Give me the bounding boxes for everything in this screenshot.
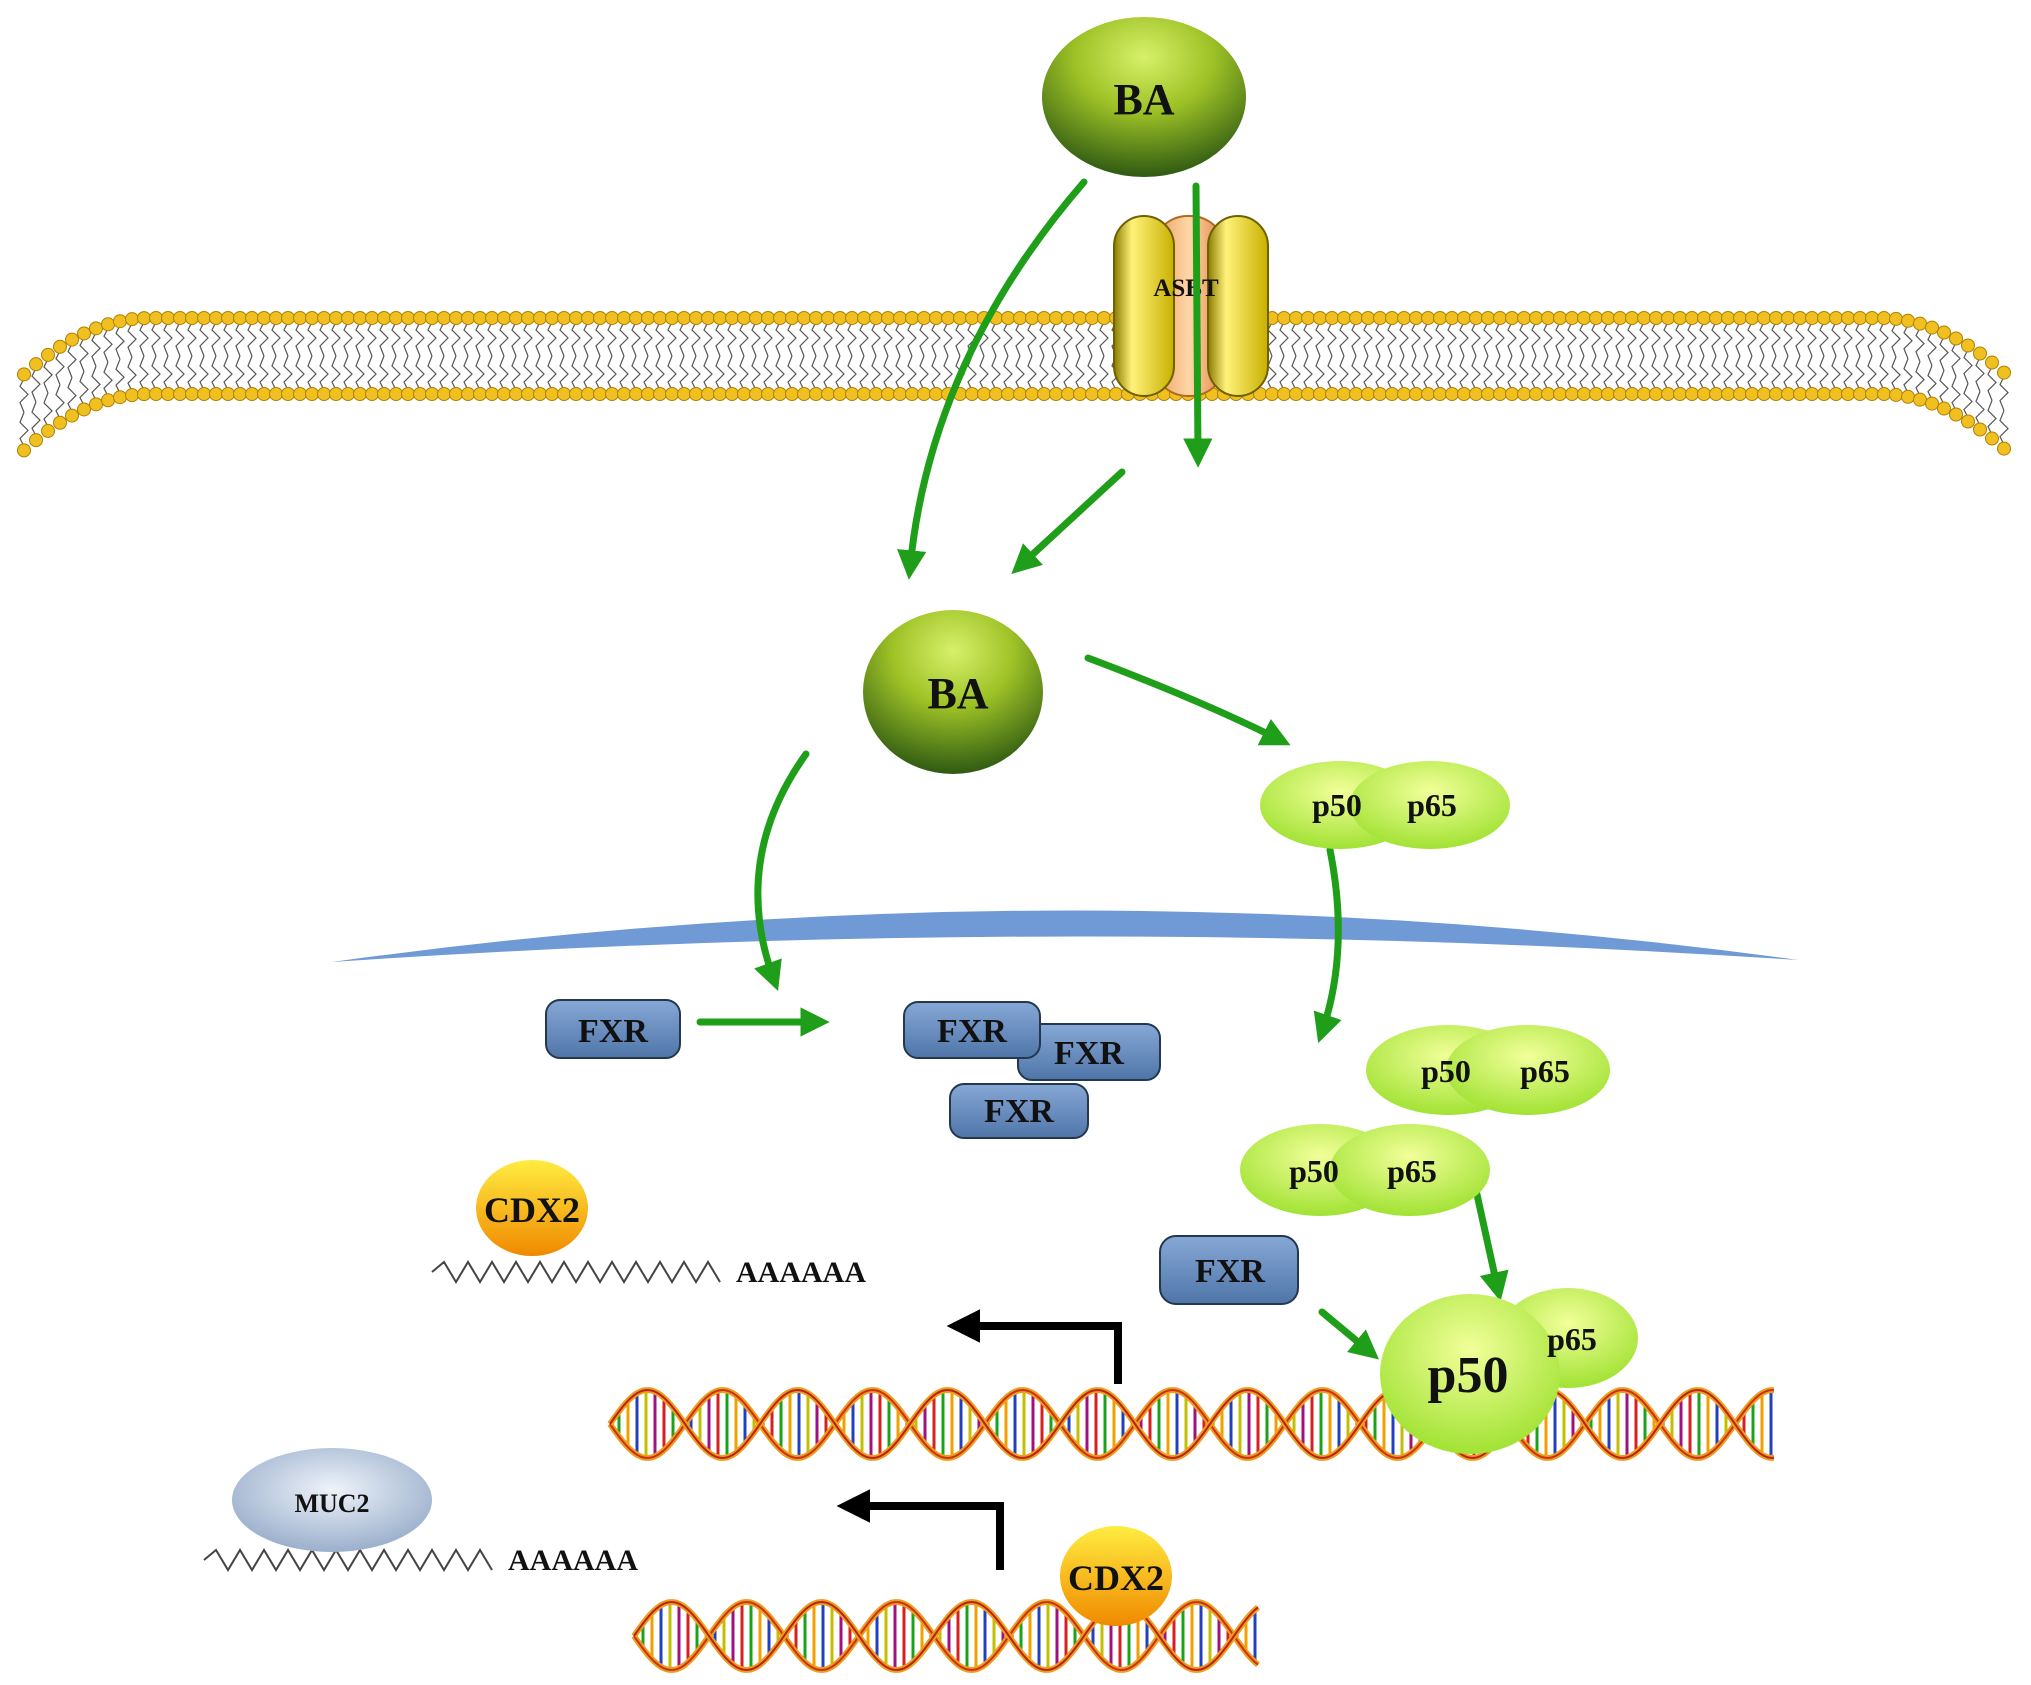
asbt-transporter: ASBT — [1113, 215, 1269, 397]
p65-label: p65 — [1407, 787, 1457, 823]
muc2-label: MUC2 — [294, 1489, 369, 1518]
fxr-dna-bound: FXR — [1159, 1235, 1299, 1305]
p50-label: p50 — [1421, 1053, 1471, 1089]
arrow-nfkb-to-nucleus — [1313, 846, 1342, 1044]
dna-helix-lower — [631, 1599, 1260, 1673]
fxr-label: FXR — [1054, 1035, 1124, 1072]
activation-arrows — [696, 178, 1509, 1360]
arrow-nfkb-to-dna — [1472, 1186, 1509, 1302]
p65-label: p65 — [1547, 1321, 1597, 1357]
cdx2-label: CDX2 — [484, 1190, 580, 1230]
p50-label: p50 — [1289, 1153, 1339, 1189]
transcription-arrow-upper — [946, 1309, 1122, 1384]
arrow-ba-diffusion — [897, 178, 1088, 580]
nfkb-cytoplasm: p50 p65 — [1260, 761, 1510, 849]
arrow-asbt-to-ba — [1011, 468, 1126, 574]
dna-helix-upper — [607, 1387, 1774, 1461]
bile-acid-intracellular: BA — [863, 610, 1043, 774]
transcription-arrow-lower — [836, 1489, 1004, 1570]
plasma-membrane — [17, 311, 2011, 458]
p50-label: p50 — [1312, 787, 1362, 823]
fxr-label: FXR — [578, 1013, 648, 1050]
bile-acid-extracellular: BA — [1042, 17, 1246, 177]
cdx2-label: CDX2 — [1068, 1558, 1164, 1598]
nuclear-envelope — [332, 910, 1798, 962]
arrow-ba-to-nfkb — [1084, 654, 1291, 746]
cdx2-on-dna: CDX2 — [1060, 1526, 1172, 1626]
arrow-ba-through-asbt — [1183, 182, 1213, 468]
arrow-fxr-to-p50 — [1318, 1308, 1380, 1360]
fxr-label: FXR — [937, 1013, 1007, 1050]
asbt-label: ASBT — [1153, 275, 1219, 302]
fxr-label: FXR — [1195, 1253, 1265, 1290]
fxr-monomer: FXR — [545, 999, 681, 1059]
muc2-protein: MUC2 — [232, 1448, 432, 1552]
nfkb-dna-bound: p50 p65 — [1380, 1288, 1638, 1454]
ba-inside-label: BA — [927, 669, 988, 718]
p65-label: p65 — [1387, 1153, 1437, 1189]
nfkb-nuclear-2: p50 p65 — [1240, 1124, 1490, 1216]
mrna-cdx2 — [431, 1260, 721, 1284]
arrow-ba-to-nucleus — [754, 750, 810, 992]
fxr-label: FXR — [984, 1093, 1054, 1130]
cdx2-on-mrna: CDX2 — [476, 1160, 588, 1256]
ba-outside-label: BA — [1113, 75, 1174, 124]
p65-label: p65 — [1520, 1053, 1570, 1089]
p50-label: p50 — [1428, 1347, 1509, 1404]
polya-tail: AAAAAA — [508, 1544, 638, 1577]
nfkb-nuclear-1: p50 p65 — [1366, 1025, 1610, 1115]
polya-tail: AAAAAA — [736, 1256, 866, 1289]
transcription-arrows — [836, 1309, 1122, 1570]
fxr-complex: FXR FXR FXR — [903, 1001, 1161, 1139]
mrna-muc2 — [203, 1548, 493, 1572]
